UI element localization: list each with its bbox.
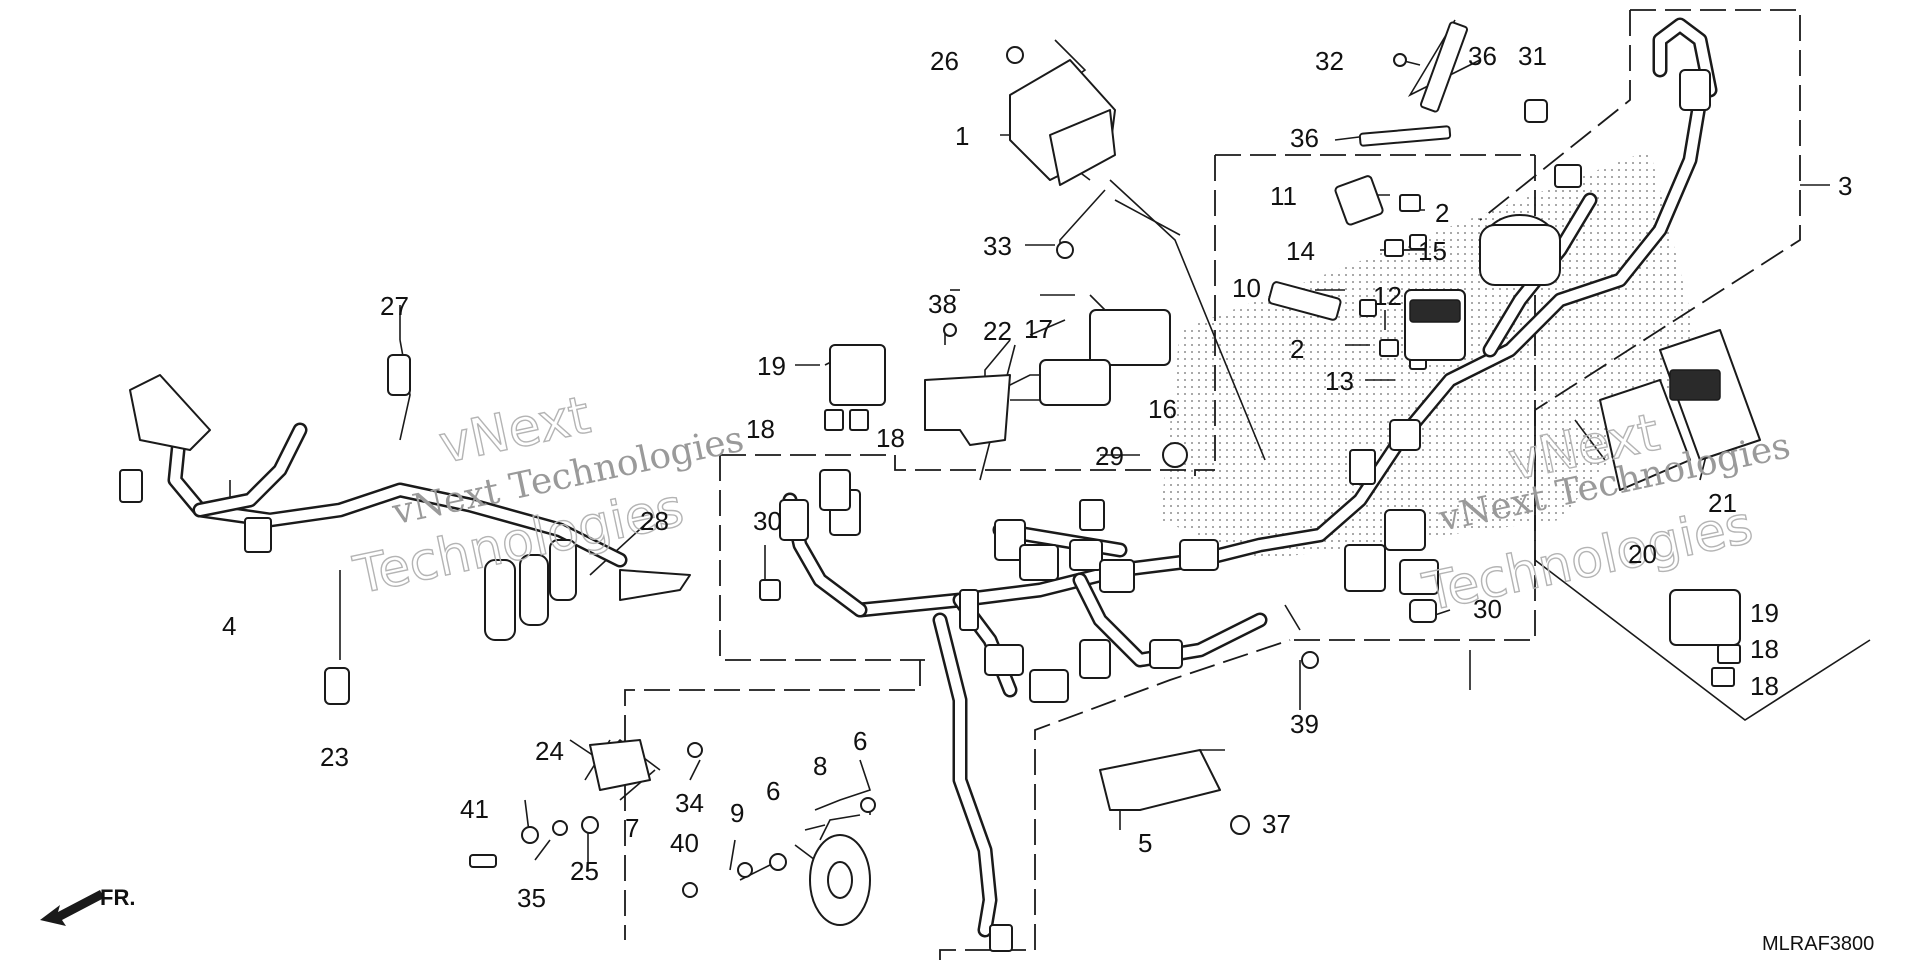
callout-18b: 18: [876, 423, 905, 453]
callout-39: 39: [1290, 709, 1319, 739]
part-7-bracket: [469, 739, 703, 868]
callout-labels: 1 2 2 3 4 5 6 6 7 8 9 10 11 12 13 14 15 …: [222, 41, 1852, 913]
callout-10: 10: [1232, 273, 1261, 303]
small-parts: [324, 21, 1548, 705]
callout-18c: 18: [1750, 634, 1779, 664]
callout-7: 7: [625, 813, 639, 843]
part-5-bracket: [1099, 749, 1250, 835]
callout-2b: 2: [1290, 334, 1304, 364]
fuse-parts: [1267, 175, 1466, 370]
callout-28: 28: [640, 506, 669, 536]
group-box-right: [1534, 410, 1871, 721]
relay-parts: [824, 309, 1741, 687]
callout-35: 35: [517, 883, 546, 913]
front-arrow-icon: FR.: [40, 885, 135, 926]
callout-14: 14: [1286, 236, 1315, 266]
callout-32: 32: [1315, 46, 1344, 76]
callout-36: 36: [1468, 41, 1497, 71]
callout-2: 2: [1435, 198, 1449, 228]
callout-21: 21: [1708, 488, 1737, 518]
callout-41: 41: [460, 794, 489, 824]
group-box-top-right: [1479, 9, 1801, 411]
callout-9: 9: [730, 798, 744, 828]
callout-6: 6: [853, 726, 867, 756]
part-8-horn: [682, 797, 876, 926]
callout-40: 40: [670, 828, 699, 858]
callout-8: 8: [813, 751, 827, 781]
callout-3: 3: [1838, 171, 1852, 201]
callout-33: 33: [983, 231, 1012, 261]
callout-12: 12: [1373, 281, 1402, 311]
part-22-bracket: [924, 374, 1011, 446]
callout-30b: 30: [1473, 594, 1502, 624]
callout-16: 16: [1148, 394, 1177, 424]
part-1-control-unit: [1009, 59, 1116, 186]
callout-34: 34: [675, 788, 704, 818]
callout-38: 38: [928, 289, 957, 319]
callout-13: 13: [1325, 366, 1354, 396]
callout-22: 22: [983, 316, 1012, 346]
callout-19: 19: [757, 351, 786, 381]
callout-1: 1: [955, 121, 969, 151]
callout-18: 18: [746, 414, 775, 444]
callout-17: 17: [1024, 314, 1053, 344]
callout-5: 5: [1138, 828, 1152, 858]
callout-11: 11: [1270, 181, 1297, 211]
callout-30: 30: [753, 506, 782, 536]
diagram-code: MLRAF3800: [1762, 933, 1874, 955]
callout-36b: 36: [1290, 123, 1319, 153]
callout-26: 26: [930, 46, 959, 76]
callout-4: 4: [222, 611, 236, 641]
callout-15: 15: [1418, 236, 1447, 266]
modules-20-21: [1599, 329, 1761, 491]
front-direction-label: FR.: [100, 885, 135, 910]
callout-24: 24: [535, 736, 564, 766]
callout-29: 29: [1095, 441, 1124, 471]
callout-25: 25: [570, 856, 599, 886]
callout-31: 31: [1518, 41, 1547, 71]
callout-19b: 19: [1750, 598, 1779, 628]
callout-27: 27: [380, 291, 409, 321]
callout-37: 37: [1262, 809, 1291, 839]
callout-23: 23: [320, 742, 349, 772]
callout-20: 20: [1628, 539, 1657, 569]
group-box-left-bottom: [624, 639, 1291, 960]
callout-18d: 18: [1750, 671, 1779, 701]
callout-6b: 6: [766, 776, 780, 806]
part-4-left-assembly: [129, 374, 691, 641]
part-3-cable: [1479, 17, 1718, 286]
harness-connectors: [119, 164, 1582, 952]
